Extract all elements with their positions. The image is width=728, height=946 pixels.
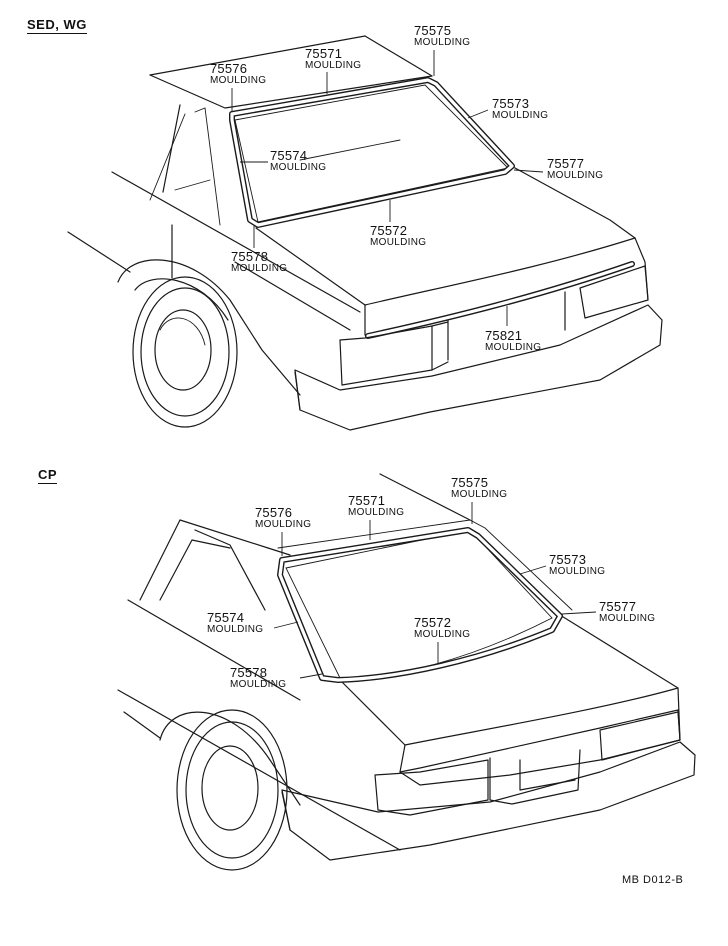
sedan-leader-lines [231, 50, 544, 326]
sedan-car-drawing [67, 35, 663, 431]
coupe-window-mouldings [277, 519, 573, 683]
coupe-leader-lines [273, 502, 597, 679]
sedan-window-mouldings [229, 77, 515, 228]
section-title-sedan-wagon: SED, WG [27, 17, 87, 34]
diagram-code: MB D012-B [622, 874, 684, 886]
section-title-coupe: CP [38, 467, 58, 484]
